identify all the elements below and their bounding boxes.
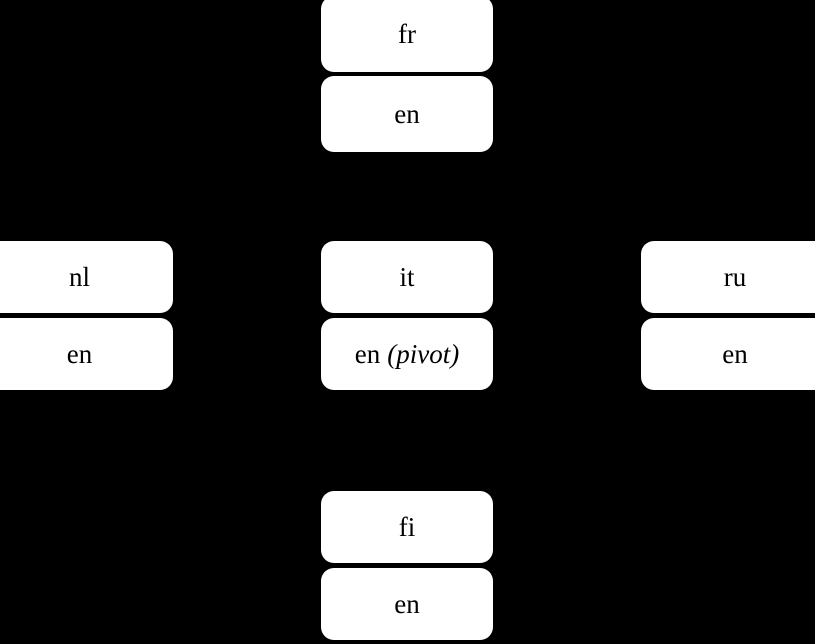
node-ru-source-cell[interactable]: ru bbox=[641, 241, 815, 313]
node-ru[interactable]: ru en bbox=[641, 241, 815, 390]
node-it-target-cell[interactable]: en (pivot) bbox=[321, 318, 493, 390]
node-nl-target-cell[interactable]: en bbox=[0, 318, 173, 390]
node-it-source-cell[interactable]: it bbox=[321, 241, 493, 313]
node-ru-target-label: en bbox=[722, 338, 748, 369]
node-fi-target-label: en bbox=[394, 588, 420, 619]
node-nl[interactable]: nl en bbox=[0, 241, 173, 390]
node-fr-source-cell[interactable]: fr bbox=[321, 0, 493, 72]
node-fr[interactable]: fr en bbox=[321, 0, 493, 152]
node-it-source-label: it bbox=[399, 261, 415, 292]
node-fr-target-cell[interactable]: en bbox=[321, 76, 493, 152]
node-fi-target-cell[interactable]: en bbox=[321, 568, 493, 640]
node-ru-source-label: ru bbox=[723, 261, 747, 292]
node-fi[interactable]: fi en bbox=[321, 491, 493, 644]
node-nl-source-label: nl bbox=[68, 261, 90, 292]
node-fr-target-label: en bbox=[394, 98, 420, 129]
node-ru-target-cell[interactable]: en bbox=[641, 318, 815, 390]
node-nl-target-label: en bbox=[66, 338, 93, 369]
node-nl-source-cell[interactable]: nl bbox=[0, 241, 173, 313]
node-it-pivot[interactable]: it en (pivot) bbox=[321, 241, 493, 390]
node-fr-source-label: fr bbox=[398, 18, 416, 49]
node-it-pivot-annotation: (pivot) bbox=[387, 338, 460, 369]
node-it-target-label: en bbox=[354, 338, 381, 369]
node-fi-source-cell[interactable]: fi bbox=[321, 491, 493, 563]
node-fi-source-label: fi bbox=[398, 511, 416, 542]
